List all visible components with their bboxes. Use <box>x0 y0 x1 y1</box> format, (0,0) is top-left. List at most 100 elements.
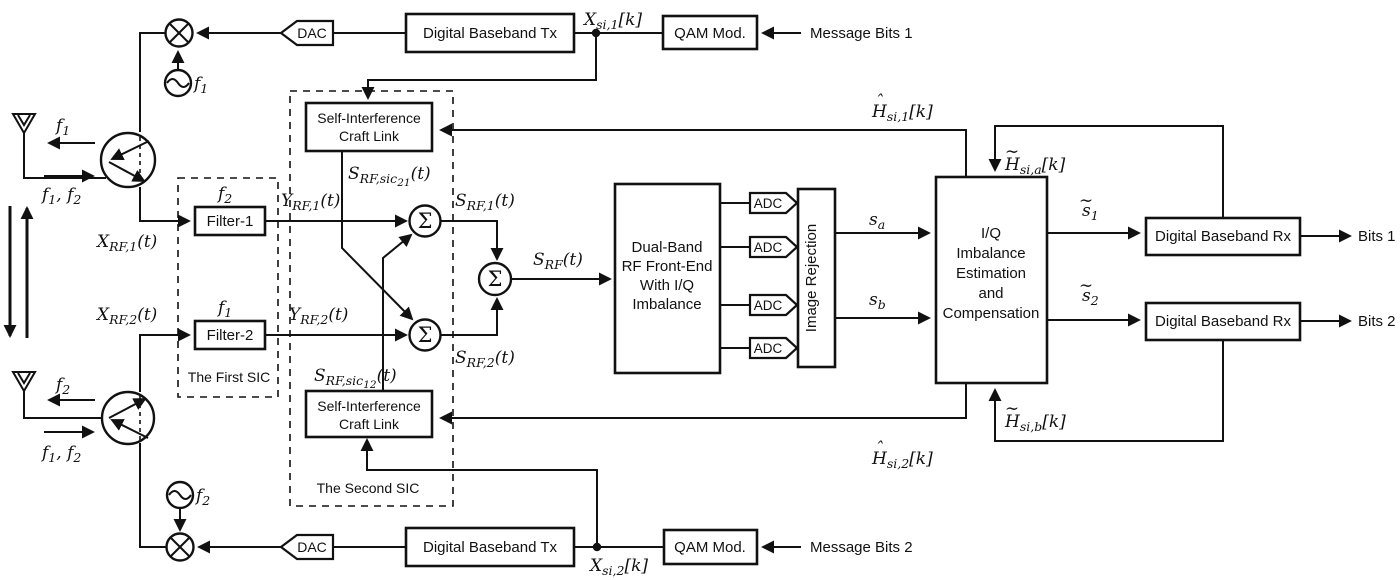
digital-baseband-tx-1-label: Digital Baseband Tx <box>423 25 557 42</box>
label-f1f2-top: f1, f2 <box>40 185 81 207</box>
label-s-rf-sic21: SRF,sic21(t) <box>348 164 431 189</box>
adc-1-tag <box>748 191 799 215</box>
second-sic-label: The Second SIC <box>317 480 420 496</box>
label-f2-filter1: f2 <box>216 184 232 206</box>
first-sic-dashed-box <box>177 177 279 398</box>
sigma-glyph-3: Σ <box>488 267 503 291</box>
qam-mod-2-label: QAM Mod. <box>674 539 746 556</box>
dac-1-label: DAC <box>297 25 327 41</box>
mixer-1-cross <box>169 23 189 43</box>
label-h-si-b-accent: ∼ <box>1005 399 1019 419</box>
label-h-si-a: Hsi,a[k] <box>1004 155 1066 177</box>
wire-craft2-sum1 <box>382 233 413 391</box>
wire-antenna1-circulator1 <box>23 151 106 179</box>
oscillator-2-sine <box>168 490 192 500</box>
wire-hsia-to-iq <box>988 125 1224 218</box>
wire-hsi2-to-craft2 <box>439 383 967 425</box>
wire-circ2-filter2 <box>139 328 191 392</box>
sigma-glyph-2: Σ <box>418 323 433 347</box>
qam-mod-2-box <box>662 528 759 566</box>
air-interface-arrows <box>3 136 95 439</box>
filter-1-label: Filter-1 <box>207 213 254 230</box>
mixer-2-cross <box>170 537 190 557</box>
dac-2-tag <box>279 533 335 561</box>
label-y-rf-1: YRF,1(t) <box>281 191 340 213</box>
wire-xsi2-craftlink2 <box>360 438 598 547</box>
digital-baseband-rx-1-label: Digital Baseband Rx <box>1155 228 1291 245</box>
message-bits-1-label: Message Bits 1 <box>810 25 913 42</box>
label-s-rf-sic12: SRF,sic12(t) <box>314 366 397 391</box>
rf-frontend-section <box>613 182 931 375</box>
circulator-2-arrow <box>110 419 149 439</box>
label-h-si-2: Hsi,2[k] <box>871 449 933 471</box>
summing-nodes: Σ Σ Σ <box>408 204 612 352</box>
message-bits-2-label: Message Bits 2 <box>810 539 913 556</box>
antenna-1-icon <box>11 113 37 135</box>
adc-4-label: ADC <box>754 341 783 356</box>
label-f1-ant1: f1 <box>54 116 70 138</box>
dualband-label-line1: Dual-Band <box>632 239 703 256</box>
digital-baseband-rx-2-label: Digital Baseband Rx <box>1155 313 1291 330</box>
label-h-si-a-accent: ∼ <box>1005 142 1019 162</box>
adc-3-tag <box>748 293 799 317</box>
wire-hsib-to-iq <box>988 340 1224 442</box>
dac-1-tag <box>279 19 335 47</box>
filter-2-box <box>193 319 267 351</box>
label-h-si-1: Hsi,1[k] <box>871 102 933 124</box>
qam-mod-1-box <box>661 14 759 51</box>
label-f2-ant2: f2 <box>54 375 70 397</box>
wire-sum2-sum3 <box>440 297 504 336</box>
image-rejection-box <box>796 187 837 369</box>
antenna-2-inner <box>17 372 31 385</box>
label-x-si-1: Xsi,1[k] <box>582 10 642 32</box>
qam-mod-1-label: QAM Mod. <box>674 25 746 42</box>
adc-1-label: ADC <box>754 196 783 211</box>
label-s1-tilde-accent: ∼ <box>1079 191 1093 211</box>
label-s-a: sa <box>869 210 885 232</box>
label-f1-filter2: f1 <box>216 298 232 320</box>
oscillator-1-sine <box>166 78 190 88</box>
junction-x-si-2 <box>592 542 602 552</box>
filter-2-label: Filter-2 <box>207 327 254 344</box>
craft-link-1-box <box>304 101 434 153</box>
label-h-si-b: Hsi,b[k] <box>1004 412 1066 434</box>
feedback-wires <box>439 123 1224 442</box>
label-s-rf: SRF(t) <box>533 250 583 272</box>
filter-1-box <box>193 205 267 237</box>
craft-link-1-label-line1: Self-Interference <box>317 110 421 126</box>
tx-chain-2 <box>139 438 801 568</box>
rx-feeds <box>139 187 191 392</box>
dualband-label-line4: Imbalance <box>632 296 701 313</box>
label-f1f2-bot: f1, f2 <box>40 443 81 465</box>
label-x-rf-1: XRF,1(t) <box>95 232 157 254</box>
craft-link-1-label-line2: Craft Link <box>339 128 400 144</box>
antenna-1-inner <box>17 114 31 127</box>
digital-baseband-tx-2-label: Digital Baseband Tx <box>423 539 557 556</box>
wire-antenna2-circulator2 <box>23 409 104 419</box>
dualband-label-line3: With I/Q <box>640 277 694 294</box>
wire-mixer1-circulator1 <box>139 32 165 132</box>
adc-2-tag <box>748 235 799 259</box>
adc-4-tag <box>748 336 799 360</box>
craft-link-2-box <box>304 389 434 439</box>
circulator-1 <box>99 131 157 189</box>
iq-label-line4: and <box>978 285 1003 302</box>
wire-circulator2-mixer2 <box>139 443 166 548</box>
antenna-2-icon <box>11 371 37 393</box>
circulator-2-arrow <box>108 398 147 419</box>
label-f1-osc1: f1 <box>192 74 208 96</box>
circulator-1-arrow <box>108 161 146 182</box>
bits-1-label: Bits 1 <box>1358 228 1396 245</box>
wire-sum1-sum3 <box>440 220 504 261</box>
wire-xsi1-craftlink1 <box>361 33 597 100</box>
dac-2-label: DAC <box>297 539 327 555</box>
iq-imbalance-box <box>934 175 1049 385</box>
circulator-2 <box>100 390 156 446</box>
second-sic-dashed-box <box>289 90 454 507</box>
label-s1-tilde: s1 <box>1082 201 1099 223</box>
sigma-glyph-1: Σ <box>418 209 433 233</box>
antenna-2 <box>11 371 104 419</box>
craft-link-2-label-line1: Self-Interference <box>317 398 421 414</box>
wire-circ1-filter1 <box>139 187 191 228</box>
